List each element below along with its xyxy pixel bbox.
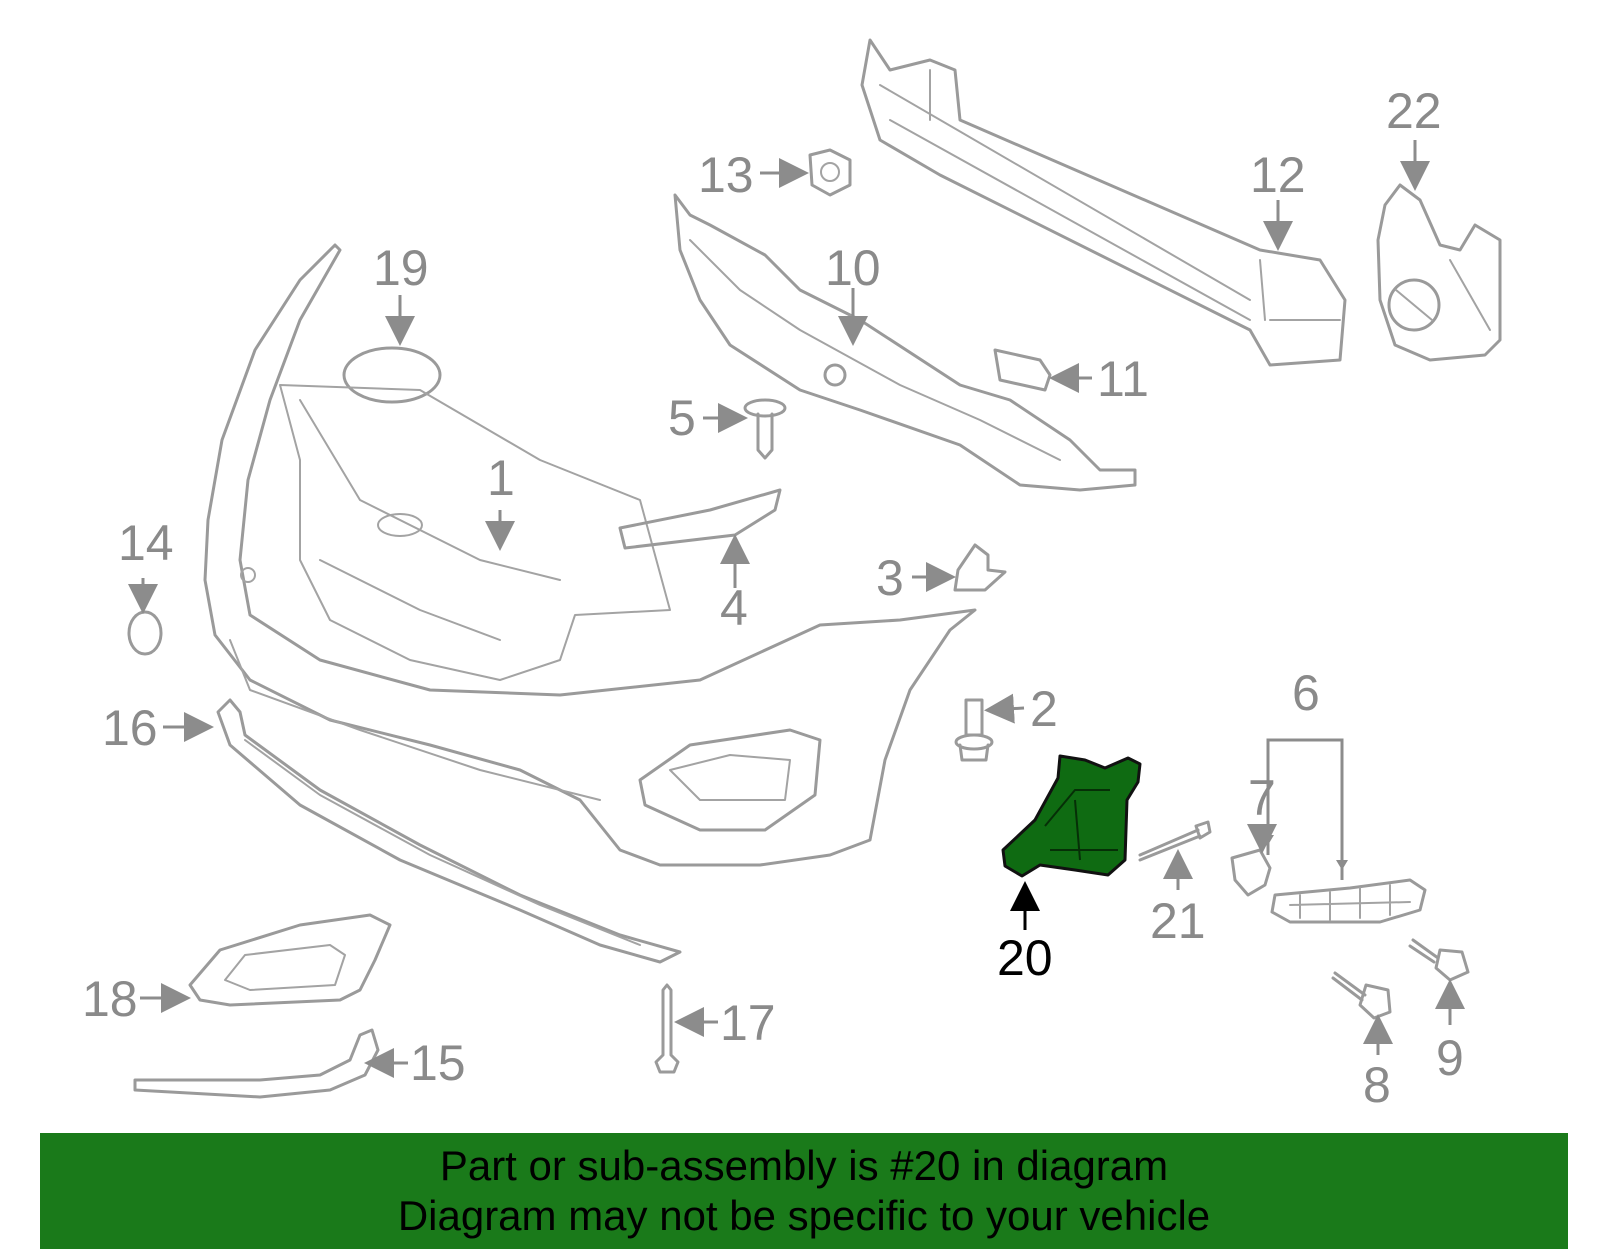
callout-4: 4 [720,580,748,636]
callout-13: 13 [698,147,754,203]
callout-19: 19 [373,240,429,296]
callout-9: 9 [1436,1030,1464,1086]
callout-7: 7 [1248,770,1276,826]
banner-line-2: Diagram may not be specific to your vehi… [397,1192,1211,1239]
callout-2: 2 [1030,681,1058,737]
callout-5: 5 [668,390,696,446]
part-2-bolt [954,698,994,762]
callout-21: 21 [1150,893,1206,949]
part-1-bumper-cover [203,243,977,867]
callout-16: 16 [102,700,158,756]
leader-arrows [128,140,1465,1078]
callout-18: 18 [82,971,138,1027]
part-12-bumper-reinforcement [860,38,1347,367]
part-13-nut [808,148,852,197]
part-8-bolt [1331,971,1392,1020]
part-7-clip [1230,848,1272,897]
part-18-fog-bezel [188,913,392,1007]
part-10-energy-absorber [673,193,1137,492]
part-5-push-pin [743,398,787,460]
part-16-lower-strip [216,698,682,964]
part-6-reflector [1270,878,1427,924]
part-11-clip [993,348,1052,392]
part-17-pin [654,983,680,1074]
part-3-clip [953,543,1007,592]
part-20-air-guide [1001,754,1142,878]
part-9-bolt [1408,938,1470,982]
part-21-screw [1138,820,1212,862]
part-4-bracket [618,488,782,550]
callout-11: 11 [1097,351,1149,407]
part-15-trim [133,1028,380,1099]
part-22-bracket [1376,183,1502,362]
callout-12: 12 [1250,147,1306,203]
callout-8: 8 [1363,1057,1391,1113]
info-banner: Part or sub-assembly is #20 in diagram D… [40,1133,1568,1249]
callout-3: 3 [876,550,904,606]
part-14-grommet [127,610,163,656]
callout-22: 22 [1386,83,1442,139]
callout-14: 14 [118,515,174,571]
callout-labels: 1 2 3 4 5 6 7 8 9 10 11 12 13 14 15 16 1… [82,83,1464,1113]
part-19-emblem-ring [342,346,442,404]
banner-line-1: Part or sub-assembly is #20 in diagram [439,1142,1169,1189]
callout-15: 15 [410,1035,466,1091]
callout-1: 1 [487,450,515,506]
callout-17: 17 [720,995,776,1051]
callout-20: 20 [997,930,1053,986]
callout-6: 6 [1292,665,1320,721]
callout-10: 10 [825,240,881,296]
